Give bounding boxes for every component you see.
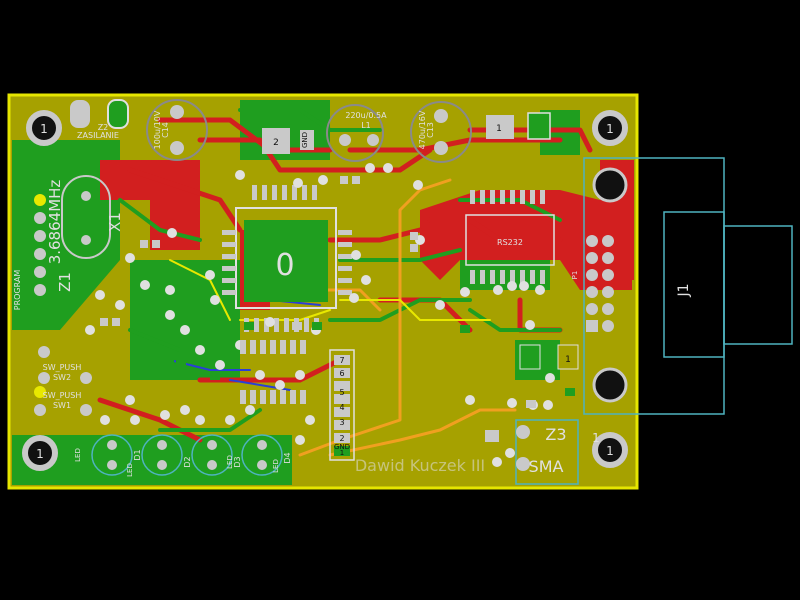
z2-ref: Z2 xyxy=(98,123,109,132)
sw2-pushbutton xyxy=(38,346,92,384)
led-d2-ref: D2 xyxy=(183,456,192,467)
c13-ref: C13 xyxy=(426,122,435,138)
pin-header-8 xyxy=(329,349,355,461)
z1-ref: Z1 xyxy=(56,272,74,292)
header-pin-3: 3 xyxy=(339,418,344,427)
regulator-right xyxy=(486,112,551,140)
c14-value: 100u/10V xyxy=(153,110,162,149)
led-d2-label: LED xyxy=(126,463,134,477)
led-d1-label: LED xyxy=(74,448,82,462)
db9-mount-bottom xyxy=(592,367,628,403)
z3-name: SMA xyxy=(529,457,564,476)
p1-header xyxy=(586,235,614,332)
z1-program-header xyxy=(34,194,46,296)
z2-name: ZASILANIE xyxy=(77,131,119,140)
led-d1 xyxy=(91,434,133,476)
db9-mount-top xyxy=(592,167,628,203)
copper-tracks xyxy=(97,108,593,457)
rs232-ic: RS232 xyxy=(465,190,555,284)
header-pin-1: 1 xyxy=(340,449,344,457)
reg-left-gnd: GND xyxy=(301,132,309,148)
crystal-ref: X1 xyxy=(106,212,124,232)
led-d3-label: LED xyxy=(226,455,234,469)
led-d4 xyxy=(241,434,283,476)
main-ic-ref: 0 xyxy=(275,248,294,283)
led-d1-ref: D1 xyxy=(133,449,142,460)
sw1-type: SW_PUSH xyxy=(43,391,82,400)
regulator-left xyxy=(262,128,314,154)
mount-hole-5-label: 1 xyxy=(592,431,600,445)
header-pin-7: 7 xyxy=(339,356,344,365)
q-small-pin: 1 xyxy=(565,355,571,365)
c14-ref: C14 xyxy=(161,122,170,138)
q-small xyxy=(519,344,579,370)
z2-power-connector xyxy=(70,99,129,129)
c14-capacitor xyxy=(146,99,208,161)
header-pin-gnd: GND xyxy=(334,443,350,451)
sw2-type: SW_PUSH xyxy=(43,363,82,372)
z3-sma-connector xyxy=(485,419,579,485)
header-pin-5: 5 xyxy=(339,388,344,397)
main-ic: 0 xyxy=(222,185,352,332)
mount-hole-3-label: 1 xyxy=(36,447,44,461)
smd-pads xyxy=(83,176,575,408)
j1-ref: J1 xyxy=(676,283,692,297)
l1-ref: L1 xyxy=(361,121,371,130)
p1-ref: P1 xyxy=(571,271,579,280)
board-edge xyxy=(7,93,639,490)
led-d3 xyxy=(191,434,233,476)
led-d2 xyxy=(141,434,183,476)
led-d4-label: LED xyxy=(272,459,280,473)
reg-left-pin2: 2 xyxy=(273,138,279,148)
l1-value: 220u/0.5A xyxy=(345,111,387,120)
reg-right-pin1: 1 xyxy=(496,124,502,134)
c13-value: 470u/16V xyxy=(418,110,427,149)
z3-ref: Z3 xyxy=(545,425,566,444)
z1-name: PROGRAM xyxy=(13,270,22,311)
db9-connector xyxy=(583,157,793,415)
led-d4-ref: D4 xyxy=(283,452,292,463)
mount-hole-1-label: 1 xyxy=(40,122,48,136)
crystal-value: 3.6864MHz xyxy=(46,180,64,265)
c13-capacitor xyxy=(410,101,472,163)
led-d3-ref: D3 xyxy=(233,456,242,467)
l1-inductor xyxy=(326,104,384,162)
sw1-ref: SW1 xyxy=(53,401,71,410)
sw1-pushbutton xyxy=(34,386,92,416)
crystal-x1 xyxy=(61,175,111,259)
mount-hole-4-label: 1 xyxy=(606,444,614,458)
mount-hole-2-label: 1 xyxy=(606,122,614,136)
header-pin-4: 4 xyxy=(339,403,344,412)
sw2-ref: SW2 xyxy=(53,373,71,382)
header-pin-6: 6 xyxy=(339,369,344,378)
board-title: Dawid Kuczek III xyxy=(355,456,485,475)
mounting-holes xyxy=(22,110,628,471)
vias xyxy=(85,163,555,467)
header-pin-2: 2 xyxy=(339,434,344,443)
rs232-ref: RS232 xyxy=(497,238,523,247)
